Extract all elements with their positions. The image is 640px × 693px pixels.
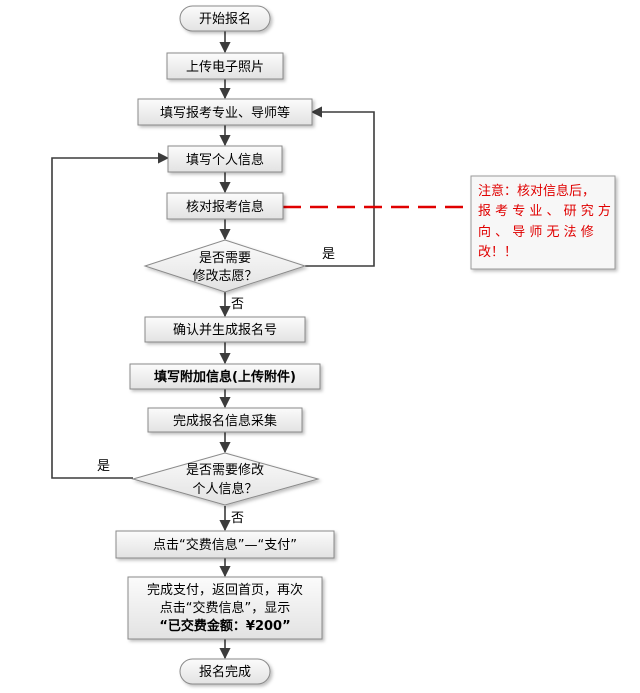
decision2-line1: 是否需要修改 xyxy=(186,463,264,478)
end-label: 报名完成 xyxy=(199,664,251,680)
complete-pay-line1: 完成支付，返回首页，再次 xyxy=(147,582,303,598)
note-box: 注意：核对信息后， 报 考 专 业 、 研 究 方 向 、 导 师 无 法 修 … xyxy=(470,175,616,270)
upload-photo-label: 上传电子照片 xyxy=(186,60,264,75)
fill-attach-box: 填写附加信息(上传附件) xyxy=(129,363,321,390)
arrow-decision1-yes-loop xyxy=(305,106,375,267)
verify-label: 核对报考信息 xyxy=(186,199,264,215)
complete-pay-box: 完成支付，返回首页，再次 点击“交费信息”，显示 “已交费金额：¥200” xyxy=(127,576,323,640)
arrow-decision2-yes-loop xyxy=(51,152,170,479)
start-label: 开始报名 xyxy=(199,11,251,27)
complete-collect-label: 完成报名信息采集 xyxy=(173,413,277,429)
confirm-label: 确认并生成报名号 xyxy=(173,322,277,338)
note-line4: 改！！ xyxy=(478,245,517,260)
complete-collect-box: 完成报名信息采集 xyxy=(147,407,303,433)
complete-pay-line3: “已交费金额：¥200” xyxy=(159,618,290,634)
decision1-line1: 是否需要 xyxy=(199,251,251,266)
fill-major-label: 填写报考专业、导师等 xyxy=(160,105,290,121)
yes-label-choice: 是 xyxy=(322,247,335,262)
fill-attach-label: 填写附加信息(上传附件) xyxy=(154,369,296,385)
complete-pay-line2: 点击“交费信息”，显示 xyxy=(160,600,290,616)
decision-change-personal: 是否需要修改 个人信息？ xyxy=(131,452,320,506)
no-label-personal: 否 xyxy=(231,511,244,526)
note-line1: 注意：核对信息后， xyxy=(478,183,595,199)
no-label-choice: 否 xyxy=(231,297,244,312)
click-pay-label: 点击“交费信息”—“支付” xyxy=(153,537,297,553)
verify-box: 核对报考信息 xyxy=(166,192,284,220)
decision1-line2: 修改志愿？ xyxy=(192,269,257,284)
end-node: 报名完成 xyxy=(179,658,271,685)
fill-major-box: 填写报考专业、导师等 xyxy=(137,98,313,126)
decision-change-choice: 是否需要 修改志愿？ xyxy=(143,239,307,293)
upload-photo-box: 上传电子照片 xyxy=(166,52,284,80)
fill-personal-box: 填写个人信息 xyxy=(167,145,283,173)
fill-personal-label: 填写个人信息 xyxy=(186,152,264,168)
connectors xyxy=(51,31,375,660)
confirm-box: 确认并生成报名号 xyxy=(144,316,306,343)
note-line2: 报 考 专 业 、 研 究 方 xyxy=(478,203,611,219)
decision2-line2: 个人信息？ xyxy=(192,481,257,497)
start-node: 开始报名 xyxy=(179,5,271,32)
yes-label-personal: 是 xyxy=(97,459,110,474)
note-line3: 向 、 导 师 无 法 修 xyxy=(478,224,594,240)
click-pay-box: 点击“交费信息”—“支付” xyxy=(115,530,335,559)
